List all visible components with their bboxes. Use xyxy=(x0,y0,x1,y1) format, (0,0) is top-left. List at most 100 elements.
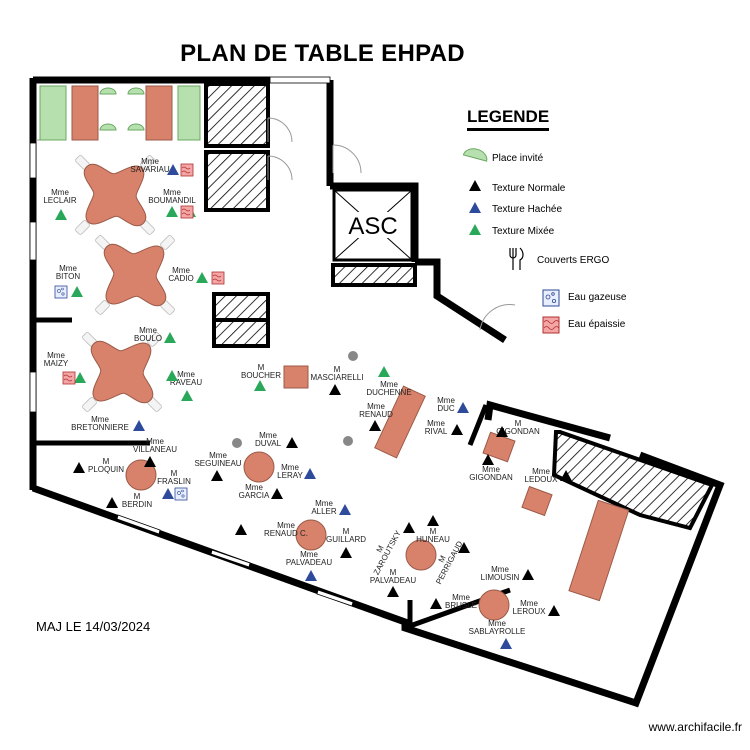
svg-text:BOULO: BOULO xyxy=(134,334,162,343)
svg-text:Mme: Mme xyxy=(139,326,157,335)
svg-text:Mme: Mme xyxy=(452,593,470,602)
update-note: MAJ LE 14/03/2024 xyxy=(36,619,151,634)
svg-text:M: M xyxy=(134,492,141,501)
svg-text:SEGUINEAU: SEGUINEAU xyxy=(194,459,241,468)
posts xyxy=(232,351,358,448)
svg-text:DUCHENNE: DUCHENNE xyxy=(366,388,411,397)
north-seating xyxy=(39,85,201,141)
legend-eau-gazeuse: Eau gazeuse xyxy=(568,292,627,303)
svg-text:Mme: Mme xyxy=(488,619,506,628)
guest-place-icon xyxy=(462,148,488,162)
svg-text:M: M xyxy=(437,554,448,564)
svg-text:Mme: Mme xyxy=(245,483,263,492)
svg-text:Mme: Mme xyxy=(281,463,299,472)
hachee-texture-icon xyxy=(469,202,481,213)
svg-text:LIMOUSIN: LIMOUSIN xyxy=(481,573,520,582)
svg-text:CADIO: CADIO xyxy=(168,274,193,283)
svg-text:DUC: DUC xyxy=(437,404,455,413)
svg-text:Mme: Mme xyxy=(482,465,500,474)
svg-text:PERRIGAUD: PERRIGAUD xyxy=(434,539,464,585)
svg-text:GIGONDAN: GIGONDAN xyxy=(469,473,513,482)
mixee-texture-icon xyxy=(469,224,481,235)
credit-link[interactable]: www.archifacile.fr xyxy=(648,720,742,734)
svg-text:Mme: Mme xyxy=(437,396,455,405)
svg-text:Mme: Mme xyxy=(380,380,398,389)
cutlery-icon xyxy=(509,247,524,270)
svg-text:BRETONNIERE: BRETONNIERE xyxy=(71,423,129,432)
legend-eau-epaissie: Eau épaissie xyxy=(568,319,626,330)
elevator-label: ASC xyxy=(348,213,397,240)
svg-text:SAVARIAU: SAVARIAU xyxy=(130,165,169,174)
svg-text:LEROUX: LEROUX xyxy=(513,607,547,616)
svg-text:Mme: Mme xyxy=(315,499,333,508)
svg-text:BOUMANDIL: BOUMANDIL xyxy=(148,196,196,205)
svg-text:RENAUD: RENAUD xyxy=(359,410,393,419)
svg-text:ALLER: ALLER xyxy=(311,507,337,516)
svg-text:Mme: Mme xyxy=(177,370,195,379)
svg-text:BOUCHER: BOUCHER xyxy=(241,371,281,380)
legend-texture-hachee: Texture Hachée xyxy=(492,204,563,215)
svg-text:DUVAL: DUVAL xyxy=(255,439,282,448)
svg-text:M: M xyxy=(334,365,341,374)
svg-text:Mme: Mme xyxy=(520,599,538,608)
svg-text:M: M xyxy=(375,544,386,554)
svg-text:M: M xyxy=(103,457,110,466)
svg-text:FRASLIN: FRASLIN xyxy=(157,477,191,486)
normal-texture-icon xyxy=(469,180,481,191)
svg-text:Mme: Mme xyxy=(427,419,445,428)
svg-text:PALVADEAU: PALVADEAU xyxy=(370,576,416,585)
svg-text:MASCIARELLI: MASCIARELLI xyxy=(311,373,364,382)
svg-text:Mme: Mme xyxy=(47,351,65,360)
page-title: PLAN DE TABLE EHPAD xyxy=(180,40,465,67)
svg-text:M: M xyxy=(343,527,350,536)
svg-text:HUNEAU: HUNEAU xyxy=(416,535,450,544)
svg-text:GARCIA: GARCIA xyxy=(239,491,270,500)
svg-text:Mme: Mme xyxy=(209,451,227,460)
svg-text:Mme: Mme xyxy=(172,266,190,275)
svg-text:Mme: Mme xyxy=(277,521,295,530)
sparkling-water-icon xyxy=(542,289,560,307)
svg-text:LECLAIR: LECLAIR xyxy=(43,196,77,205)
svg-text:SABLAYROLLE: SABLAYROLLE xyxy=(469,627,526,636)
svg-text:VILLANEAU: VILLANEAU xyxy=(133,445,177,454)
svg-text:BITON: BITON xyxy=(56,272,81,281)
svg-text:ZAROUTSKY: ZAROUTSKY xyxy=(372,528,403,576)
svg-text:PALVADEAU: PALVADEAU xyxy=(286,558,332,567)
svg-text:M: M xyxy=(430,527,437,536)
svg-text:BERDIN: BERDIN xyxy=(122,500,152,509)
svg-text:RIVAL: RIVAL xyxy=(425,427,448,436)
svg-text:Mme: Mme xyxy=(59,264,77,273)
round-tables xyxy=(125,451,510,621)
svg-text:PLOQUIN: PLOQUIN xyxy=(88,465,124,474)
svg-text:Mme: Mme xyxy=(91,415,109,424)
